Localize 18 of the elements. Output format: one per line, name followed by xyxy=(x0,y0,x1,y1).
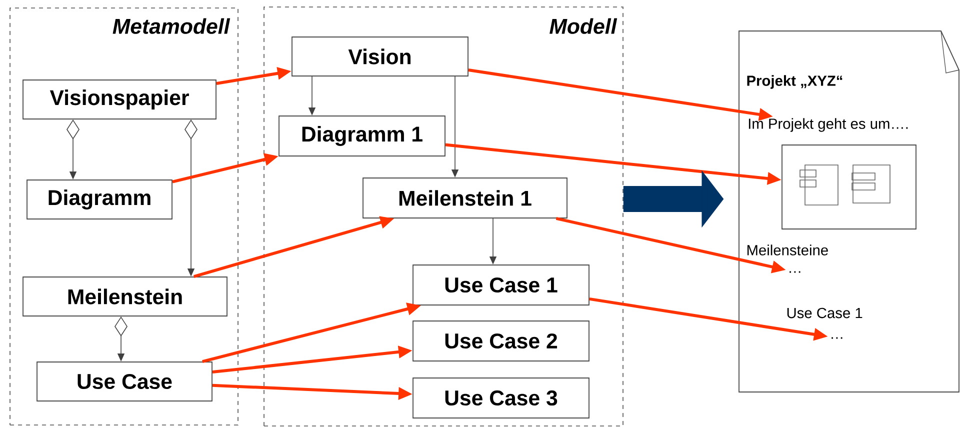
class-box: Use Case 2 xyxy=(412,320,590,362)
container-title: Metamodell xyxy=(112,18,230,34)
class-box: Vision xyxy=(292,36,468,76)
container-title: Modell xyxy=(550,18,618,34)
document-text: Im Projekt geht es um…. xyxy=(748,118,908,132)
class-box: Diagramm 1 xyxy=(278,116,446,156)
class-box: Visionspapier xyxy=(22,80,216,120)
class-box: Use Case 1 xyxy=(412,264,590,306)
document-heading: Projekt „XYZ“ xyxy=(747,75,842,89)
section-heading: Meilensteine xyxy=(747,244,828,256)
document-text: … xyxy=(790,271,800,273)
class-box: Diagramm xyxy=(26,180,172,220)
class-box: Meilenstein xyxy=(22,276,228,316)
class-box: Use Case 3 xyxy=(412,378,590,418)
class-box: Use Case xyxy=(36,362,212,402)
section-heading: Use Case 1 xyxy=(787,308,862,318)
class-box: Meilenstein 1 xyxy=(362,178,568,218)
document-text: … xyxy=(832,337,842,339)
